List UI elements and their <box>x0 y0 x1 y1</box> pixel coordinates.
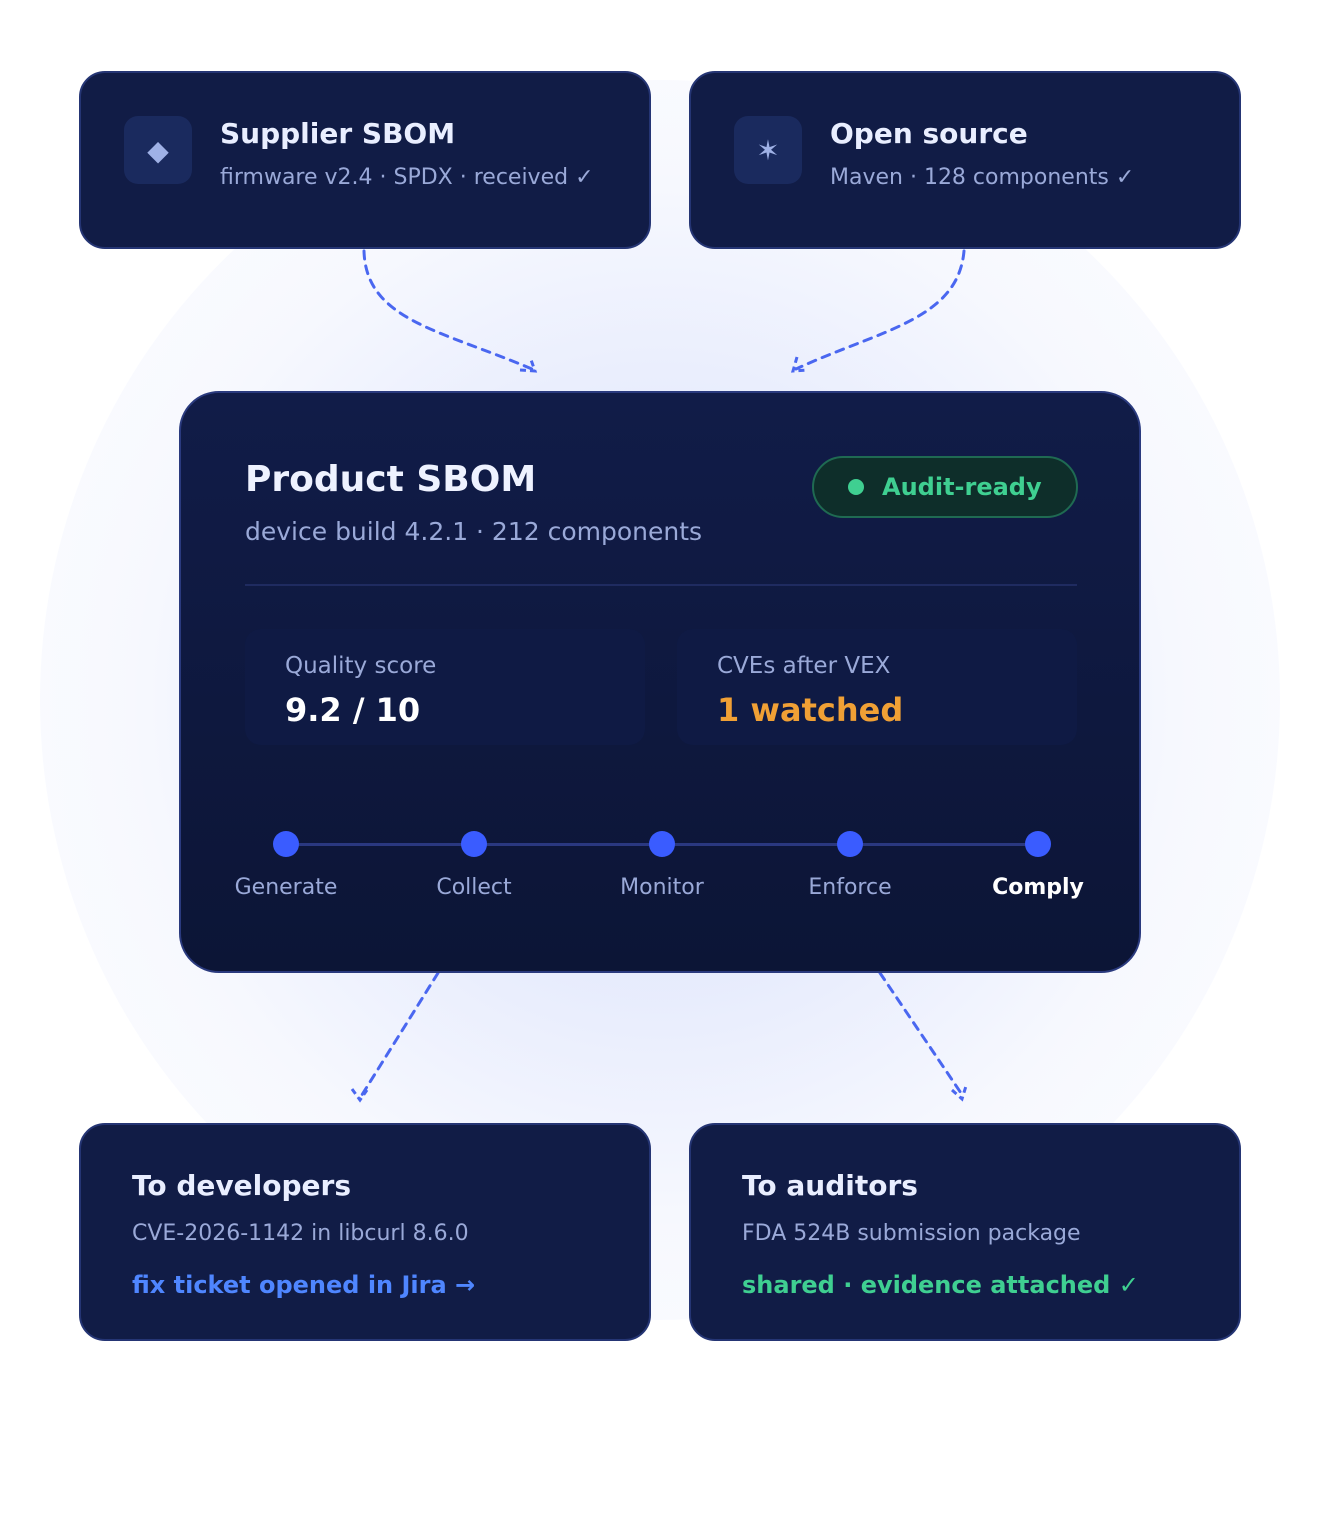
product-sbom-card: Product SBOM device build 4.2.1 · 212 co… <box>179 391 1141 973</box>
step-monitor[interactable]: Monitor <box>572 831 752 900</box>
supplier-sbom-title: Supplier SBOM <box>220 117 456 150</box>
to-auditors-title: To auditors <box>742 1169 918 1202</box>
to-developers-title: To developers <box>132 1169 351 1202</box>
supplier-sbom-card[interactable]: ◆ Supplier SBOM firmware v2.4 · SPDX · r… <box>79 71 651 249</box>
step-dot <box>1025 831 1051 857</box>
open-source-title: Open source <box>830 117 1028 150</box>
step-label: Enforce <box>808 875 892 900</box>
step-dot <box>273 831 299 857</box>
step-label-current: Comply <box>992 875 1084 900</box>
check-icon: ✓ <box>1118 1271 1139 1299</box>
step-collect[interactable]: Collect <box>384 831 564 900</box>
status-dot-icon <box>848 479 864 495</box>
auditors-shared-text: shared · evidence attached <box>742 1271 1111 1299</box>
step-dot <box>837 831 863 857</box>
open-source-subtitle: Maven · 128 components ✓ <box>830 165 1135 190</box>
step-enforce[interactable]: Enforce <box>760 831 940 900</box>
step-dot <box>461 831 487 857</box>
to-auditors-card[interactable]: To auditors FDA 524B submission package … <box>689 1123 1241 1341</box>
product-sbom-title: Product SBOM <box>245 459 537 500</box>
step-label: Monitor <box>620 875 704 900</box>
diamond-icon: ◆ <box>124 116 192 184</box>
step-comply[interactable]: Comply <box>948 831 1128 900</box>
to-developers-subtitle: CVE-2026-1142 in libcurl 8.6.0 <box>132 1221 469 1246</box>
connector-supplier-to-product <box>362 249 534 371</box>
product-sbom-subtitle: device build 4.2.1 · 212 components <box>245 517 703 546</box>
audit-ready-label: Audit-ready <box>882 473 1042 501</box>
quality-score-value: 9.2 / 10 <box>285 691 421 729</box>
quality-score-label: Quality score <box>285 653 437 679</box>
jira-ticket-link[interactable]: fix ticket opened in Jira → <box>132 1271 476 1299</box>
step-dot <box>649 831 675 857</box>
connector-product-to-auditors <box>878 971 965 1098</box>
step-label: Collect <box>436 875 512 900</box>
auditors-shared-status: shared · evidence attached ✓ <box>742 1271 1139 1299</box>
open-source-card[interactable]: ✶ Open source Maven · 128 components ✓ <box>689 71 1241 249</box>
cves-after-vex-metric: CVEs after VEX 1 watched <box>677 629 1077 745</box>
step-generate[interactable]: Generate <box>196 831 376 900</box>
arrowhead-3 <box>350 1088 369 1103</box>
cves-after-vex-value: 1 watched <box>717 691 904 729</box>
divider <box>245 584 1077 586</box>
arrowhead-2 <box>790 356 809 373</box>
connector-opensource-to-product <box>794 249 966 371</box>
quality-score-metric: Quality score 9.2 / 10 <box>245 629 645 745</box>
audit-ready-badge: Audit-ready <box>812 456 1078 518</box>
arrowhead-1 <box>519 356 538 373</box>
arrowhead-4 <box>950 1085 968 1102</box>
step-label: Generate <box>234 875 338 900</box>
to-auditors-subtitle: FDA 524B submission package <box>742 1221 1081 1246</box>
to-developers-card[interactable]: To developers CVE-2026-1142 in libcurl 8… <box>79 1123 651 1341</box>
supplier-sbom-subtitle: firmware v2.4 · SPDX · received ✓ <box>220 165 594 190</box>
connector-product-to-developers <box>358 971 440 1100</box>
spark-icon: ✶ <box>734 116 802 184</box>
cves-after-vex-label: CVEs after VEX <box>717 653 891 679</box>
